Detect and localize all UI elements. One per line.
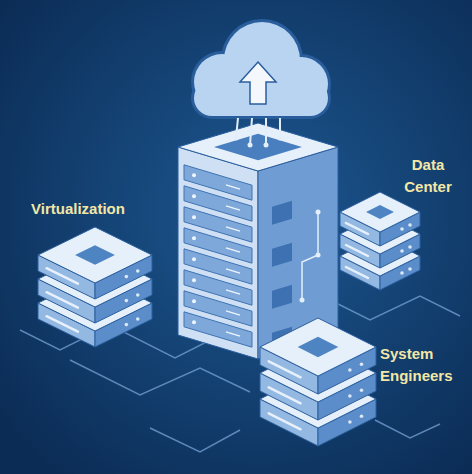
tower-slot [184, 270, 252, 305]
tower-led [226, 185, 240, 189]
server-lid-mark [366, 205, 394, 219]
tower-led [226, 206, 240, 210]
cable-dot [316, 210, 321, 215]
server-led [408, 267, 412, 271]
tower-led [226, 248, 240, 252]
floor-wire [375, 420, 440, 438]
cable-dot [300, 298, 305, 303]
server-slot [346, 245, 368, 256]
tower-side [178, 147, 258, 359]
tower-led [226, 290, 240, 294]
server-slot [47, 292, 78, 307]
tower-led [192, 299, 196, 303]
tower-slot [184, 165, 252, 200]
tower-panel [272, 201, 292, 225]
cloud-wire [236, 118, 238, 138]
server-led [136, 269, 140, 273]
server-slot [269, 413, 301, 429]
tower-led [226, 269, 240, 273]
tower-led [192, 257, 196, 261]
server-led [408, 245, 412, 249]
server-stack [38, 227, 152, 347]
floor-wire [70, 360, 250, 395]
server-slot [346, 267, 368, 278]
server-led [360, 362, 364, 366]
server-slot [47, 268, 78, 283]
tower-panel [272, 243, 292, 267]
server-slot [269, 387, 301, 403]
server-led [348, 394, 352, 398]
server-led [360, 414, 364, 418]
cloud-wire [265, 118, 267, 145]
cloud-wire-dot [278, 136, 283, 141]
tower-led [226, 227, 240, 231]
server-led [136, 317, 140, 321]
server-lid-mark [75, 245, 115, 265]
cloud-wire [279, 118, 281, 138]
cloud-wire-dot [234, 136, 239, 141]
server-stack [340, 192, 420, 290]
server-slot [47, 316, 78, 331]
tower-led [192, 194, 196, 198]
tower-slot [184, 207, 252, 242]
cloud-wire-dot [248, 143, 253, 148]
server-led [348, 420, 352, 424]
cloud-wire [250, 118, 252, 145]
server-led [125, 299, 129, 303]
server-led [400, 271, 404, 275]
tower-slot [184, 186, 252, 221]
area-label: Data Center [397, 154, 459, 198]
tower-led [192, 278, 196, 282]
area-label: Virtualization [31, 198, 161, 220]
cable-dot [316, 253, 321, 258]
tower-led [192, 236, 196, 240]
server-top [260, 318, 376, 376]
tower-slot [184, 249, 252, 284]
tower-led [226, 311, 240, 315]
tower-led [192, 173, 196, 177]
tower-panel [272, 285, 292, 309]
tower-led [192, 320, 196, 324]
tower-slot [184, 291, 252, 326]
server-led [348, 368, 352, 372]
server-top [38, 227, 152, 283]
server-led [400, 227, 404, 231]
tower-led [226, 332, 240, 336]
server-lid-mark [298, 337, 339, 357]
cloud [194, 22, 328, 148]
server-led [136, 293, 140, 297]
server-led [360, 388, 364, 392]
server-slot [346, 223, 368, 234]
upload-arrow [240, 62, 276, 104]
area-label: System Engineers [380, 343, 468, 387]
tower-top [178, 123, 338, 171]
tower-cable [302, 212, 318, 300]
tower-slot [184, 228, 252, 263]
server-led [125, 323, 129, 327]
server-stack [260, 318, 376, 446]
tower-slot [184, 312, 252, 347]
tower-led [192, 215, 196, 219]
server-slot [269, 361, 301, 377]
cloud-wire-dot [264, 143, 269, 148]
tower-port [214, 134, 302, 160]
floor-wire [330, 296, 460, 320]
floor-wire [150, 428, 240, 452]
server-led [400, 249, 404, 253]
server-led [125, 275, 129, 279]
server-led [408, 223, 412, 227]
